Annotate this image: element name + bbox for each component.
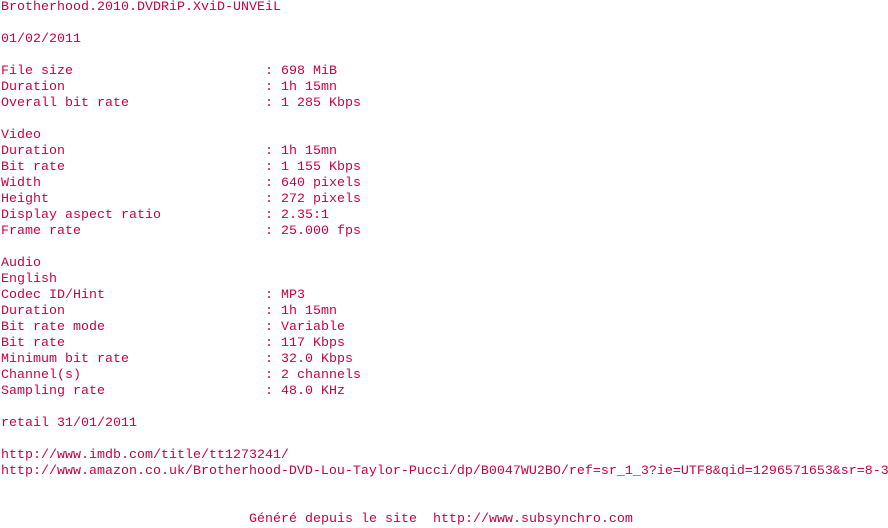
info-value: : MP3	[265, 288, 305, 303]
info-value: : 1h 15mn	[265, 144, 337, 159]
info-row: Sampling rate : 48.0 KHz	[1, 384, 888, 400]
info-value: : 48.0 KHz	[265, 384, 345, 399]
info-row: Minimum bit rate : 32.0 Kbps	[1, 352, 888, 368]
info-label: Duration	[1, 80, 65, 95]
info-row: Bit rate : 1 155 Kbps	[1, 160, 888, 176]
info-row: Bit rate mode : Variable	[1, 320, 888, 336]
footer: Généré depuis le site http://www.subsync…	[1, 512, 888, 528]
info-row: Frame rate : 25.000 fps	[1, 224, 888, 240]
info-label: Bit rate	[1, 160, 65, 175]
release-title: Brotherhood.2010.DVDRiP.XviD-UNVEiL	[1, 0, 281, 15]
info-label: Duration	[1, 304, 65, 319]
info-label: Sampling rate	[1, 384, 105, 399]
info-row: Codec ID/Hint : MP3	[1, 288, 888, 304]
imdb-link[interactable]: http://www.imdb.com/title/tt1273241/	[1, 448, 289, 463]
info-label: Bit rate mode	[1, 320, 105, 335]
info-label: Height	[1, 192, 49, 207]
info-row: Duration : 1h 15mn	[1, 80, 888, 96]
info-row: Duration : 1h 15mn	[1, 304, 888, 320]
info-label: File size	[1, 64, 73, 79]
info-value: : 640 pixels	[265, 176, 361, 191]
info-row: Duration : 1h 15mn	[1, 144, 888, 160]
info-label: Channel(s)	[1, 368, 81, 383]
info-value: : 1 155 Kbps	[265, 160, 361, 175]
info-value: : 1h 15mn	[265, 304, 337, 319]
info-value: : 32.0 Kbps	[265, 352, 353, 367]
info-row: Display aspect ratio : 2.35:1	[1, 208, 888, 224]
info-label: Bit rate	[1, 336, 65, 351]
info-value: : 2 channels	[265, 368, 361, 383]
audio-heading: Audio	[1, 256, 41, 271]
retail-date: retail 31/01/2011	[1, 416, 137, 431]
info-value: : 698 MiB	[265, 64, 337, 79]
info-label: Minimum bit rate	[1, 352, 129, 367]
info-label: Codec ID/Hint	[1, 288, 105, 303]
info-label: Frame rate	[1, 224, 81, 239]
info-label: Display aspect ratio	[1, 208, 161, 223]
info-value: : 2.35:1	[265, 208, 329, 223]
info-value: : 117 Kbps	[265, 336, 345, 351]
footer-text: Généré depuis le site	[249, 512, 417, 527]
amazon-link[interactable]: http://www.amazon.co.uk/Brotherhood-DVD-…	[1, 464, 888, 479]
info-label: Width	[1, 176, 41, 191]
info-value: : 272 pixels	[265, 192, 361, 207]
info-row: File size : 698 MiB	[1, 64, 888, 80]
info-row: Channel(s) : 2 channels	[1, 368, 888, 384]
info-label: Overall bit rate	[1, 96, 129, 111]
info-row: Overall bit rate : 1 285 Kbps	[1, 96, 888, 112]
info-row: Height : 272 pixels	[1, 192, 888, 208]
info-value: : 25.000 fps	[265, 224, 361, 239]
info-value: : 1h 15mn	[265, 80, 337, 95]
info-row: Bit rate : 117 Kbps	[1, 336, 888, 352]
audio-language: English	[1, 272, 57, 287]
info-value: : 1 285 Kbps	[265, 96, 361, 111]
release-date: 01/02/2011	[1, 32, 81, 47]
video-heading: Video	[1, 128, 41, 143]
info-label: Duration	[1, 144, 65, 159]
info-value: : Variable	[265, 320, 345, 335]
footer-site-link[interactable]: http://www.subsynchro.com	[432, 512, 633, 527]
info-row: Width : 640 pixels	[1, 176, 888, 192]
